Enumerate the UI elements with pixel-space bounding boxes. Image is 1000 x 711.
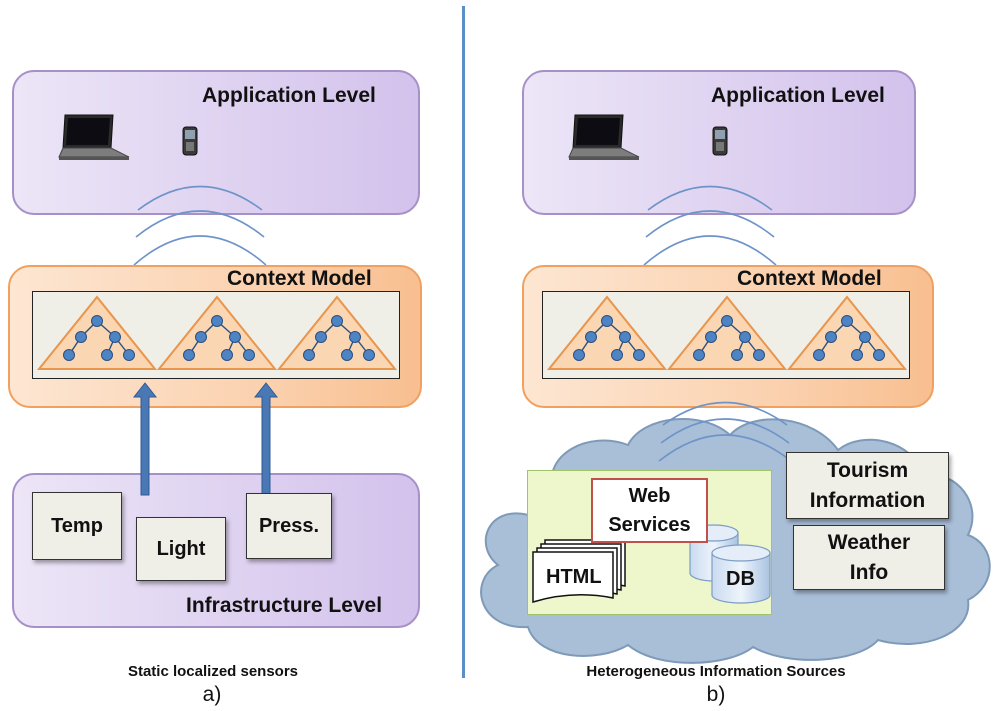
phone-icon (712, 126, 728, 156)
upload-arrow-2 (253, 382, 279, 496)
laptop-icon (58, 114, 130, 160)
sensor-light: Light (136, 517, 226, 581)
wireless-signal-icon (658, 401, 792, 462)
context-model-title-a: Context Model (227, 267, 372, 290)
web-services-label-line2: Services (608, 513, 691, 536)
sublabel-a: a) (202, 683, 222, 706)
laptop-icon (568, 114, 640, 160)
application-level-title-b: Application Level (711, 84, 885, 107)
caption-b: Heterogeneous Information Sources (586, 663, 846, 680)
html-label: HTML (546, 566, 602, 588)
wireless-signal-icon (133, 185, 267, 266)
caption-a: Static localized sensors (127, 663, 299, 680)
application-level-title-a: Application Level (202, 84, 376, 107)
html-pages-icon (532, 539, 626, 604)
tourism-label-line1: Tourism (826, 458, 909, 482)
phone-icon (182, 126, 198, 156)
upload-arrow-1 (132, 382, 158, 496)
context-trees-a (38, 296, 396, 370)
context-trees-b (548, 296, 906, 370)
sensor-pressure: Press. (246, 493, 332, 559)
tourism-label-line2: Information (809, 488, 926, 512)
infrastructure-level-title-a: Infrastructure Level (186, 594, 383, 617)
db-label: DB (726, 568, 755, 590)
panel-divider (462, 6, 465, 678)
web-services-box: Web Services (591, 478, 708, 543)
sublabel-b: b) (706, 683, 726, 706)
sensor-temp: Temp (32, 492, 122, 560)
weather-label-line2: Info (849, 560, 889, 584)
weather-label-line1: Weather (827, 530, 911, 554)
weather-info-box: Weather Info (793, 525, 945, 590)
tourism-information-box: Tourism Information (786, 452, 949, 519)
web-services-label-line1: Web (628, 484, 671, 507)
context-model-title-b: Context Model (737, 267, 882, 290)
wireless-signal-icon (643, 185, 777, 266)
